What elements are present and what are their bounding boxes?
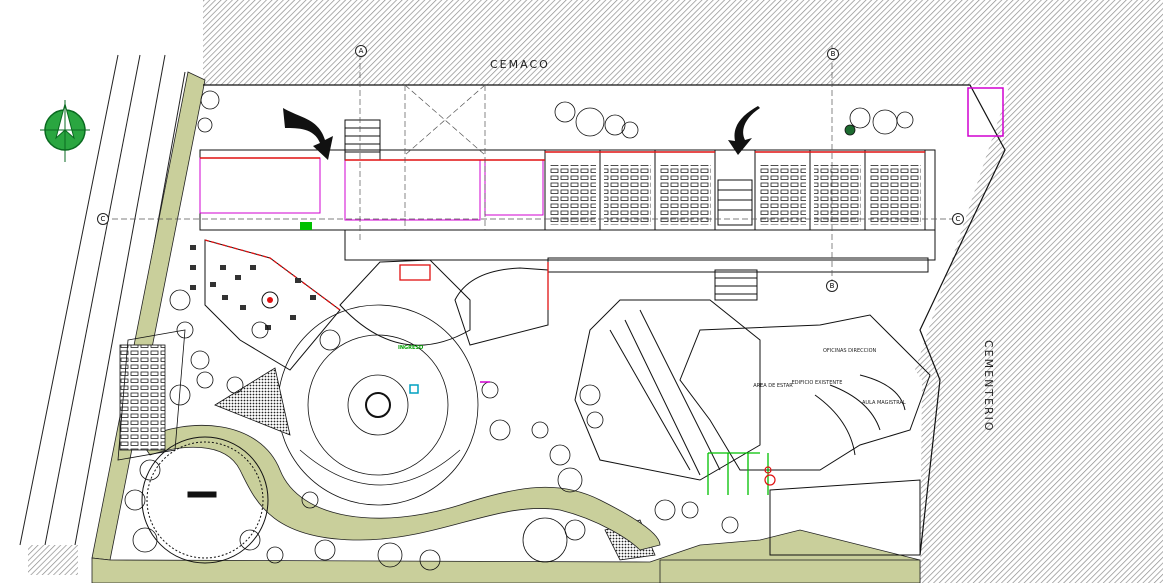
entrance-label: INGRESO	[398, 345, 424, 351]
wheelchair-icon	[764, 466, 776, 486]
north-arrow-icon	[40, 100, 90, 162]
grid-bubble-c-left: C	[97, 213, 109, 225]
garden-triangle	[214, 367, 656, 561]
lobby-label: AREA DE ESTAR	[753, 383, 793, 389]
stair-left	[117, 329, 186, 461]
amphitheatre	[141, 436, 269, 564]
structural-grid	[103, 45, 960, 290]
magenta-accents	[409, 87, 1004, 394]
site-boundary	[203, 84, 1006, 556]
grid-bubble-b: B	[826, 280, 838, 292]
bottom-strip-hatch	[659, 559, 921, 583]
trees	[124, 90, 914, 571]
auditorium	[339, 259, 549, 346]
tree-highlight	[844, 124, 856, 136]
right-side-label: CEMENTERIO	[982, 340, 995, 433]
grid-bubble-a: A	[355, 45, 367, 57]
lobby-plaza	[204, 239, 341, 371]
neighbour-lot-right	[915, 0, 1163, 583]
top-road-label: CEMACO	[490, 58, 550, 71]
existing-building-label: EDIFICIO EXISTENTE	[791, 380, 843, 386]
office-label: OFICINAS DIRECCION	[823, 348, 877, 354]
wind-arrow-icon	[283, 106, 760, 160]
curving-pathway	[139, 424, 661, 551]
plaza-tables	[190, 245, 316, 330]
grid-bubble-b-top: B	[827, 48, 839, 60]
parking-spaces	[707, 452, 769, 495]
existing-building	[574, 299, 931, 556]
service-rooms	[199, 119, 545, 230]
classroom-label: AULA MAGISTRAL	[862, 400, 906, 406]
grid-bubble-c-right: C	[952, 213, 964, 225]
